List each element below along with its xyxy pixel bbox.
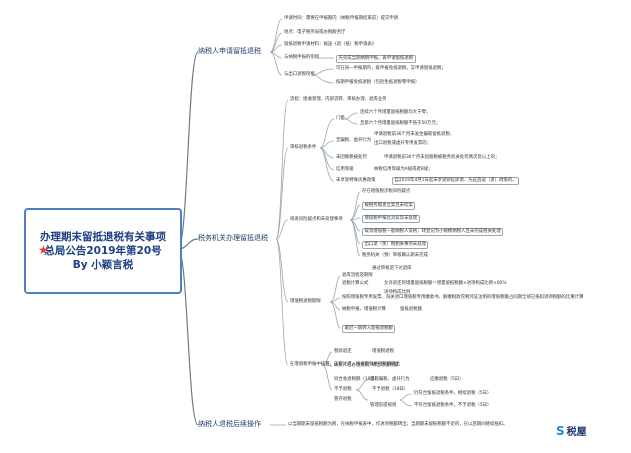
branch-taxpayer-followup[interactable]: 纳税人退税后续操作 (198, 420, 261, 428)
node-refund-amount: 纳税申报，增值税计算 (342, 307, 386, 312)
node-approve-refund: 通过审核后下达退库 (372, 266, 412, 271)
node-input-ratio: 进项构成比例 (384, 290, 411, 295)
node-no-refund: 不予退税 (334, 387, 352, 392)
node-withdraw: 纳税人已办理退税 (334, 363, 370, 368)
node-pay-back: 应缴退税（5日） (430, 377, 464, 382)
node-followup-desc: 以当期期末留抵税额为限，在纳税申报表中，作进项税额转出；当期期末留抵税额不足的，… (288, 422, 508, 427)
node-formula: 退税计算公式 (342, 281, 369, 286)
node-export-ontime: 按期申报免抵退税（包括免抵退税零申报） (336, 80, 420, 85)
node-risk-5: 出口退（免）税相关事项未处理 (362, 241, 429, 249)
node-no-special-desc: 自2019年4月1日起未享受即征即退、先征后返（退）政策的。 (392, 177, 520, 185)
root-title-line2: 总局公告2019年第20号 (44, 245, 162, 257)
node-continue-refund: 仍符合留抵退税条件，继续退税（5日） (414, 391, 492, 396)
node-suspend: 管存退税 (334, 397, 352, 402)
node-accounting: 最迟一期转入留抵退税额 (342, 325, 396, 333)
node-refund-term: 增值税退税期限 (290, 299, 321, 304)
node-no-fraud-b: 出口退税或虚开专用发票的； (374, 141, 432, 146)
node-declare-calc: 按照增值税专用发票、海关进口增值税专用缴款书、解缴税款完税凭证注明的增值税额占同… (342, 295, 584, 300)
node-declare-first: 先完成当期纳税申报，再申请留抵退税 (336, 55, 416, 63)
root-title-line3: By 小颖言税 (72, 259, 134, 271)
node-threshold: 门槛 (336, 116, 345, 121)
node-risk-2: 被税务稽查立案且未结案 (362, 202, 416, 210)
branch-taxpayer-apply[interactable]: 纳税人申请留抵退税 (198, 47, 261, 55)
node-threshold-a: 连续六个月增量留抵税额均大于零； (360, 110, 431, 115)
node-risk-check: 排查风险疑点和未处理事项 (290, 217, 343, 222)
node-apply-time: 申请时间：需要在申报期内（纳税申报期结束前）提交申请 (284, 16, 399, 21)
node-no-fraud-a: 申请退税前36个月未发生骗取留抵退税、 (374, 132, 455, 137)
branch-tax-authority-process[interactable]: 税务机关办理留抵退税 (198, 234, 268, 242)
logo-icon: S (556, 423, 565, 438)
node-no-penalty-desc: 申请退税前36个月未因偷税被税务机关处罚两次及以上的； (384, 155, 500, 160)
node-no-penalty: 未因偷税被处罚 (336, 155, 367, 160)
node-declaration-link: 与纳税申报的衔接 (284, 55, 320, 60)
node-export-both: 可在同一申报期内，既申报免抵退税，又申请留抵退税； (336, 66, 446, 71)
node-refunded: 增值税退税 (372, 349, 394, 354)
node-no-refund-b: 不予退税（18日） (372, 387, 409, 392)
node-refund-flow: 退库流程及期限 (342, 273, 373, 278)
node-vat-refund: 税款退还 (334, 349, 352, 354)
node-formula-desc: 允许退还的增量留抵税额＝增量留抵税额×进项构成比例×60% (384, 281, 507, 286)
node-risk-1: 存在增值税涉税风险疑点 (362, 189, 411, 194)
node-latest-transfer: 留抵退税额 (400, 307, 422, 312)
node-risk-3: 增值税申报比对异常未处理 (362, 215, 420, 223)
node-credit-level-desc: 纳税信用等级为A级或者B级； (374, 167, 433, 172)
node-apply-materials: 留抵退税申请材料：报送《退（抵）税申请表》 (284, 42, 377, 47)
node-fraud-found: 出现骗税、虚开行为 (370, 377, 410, 382)
node-tax-return: 在增值税申报中核算；正常计提，按规定做进项税额转出 (290, 362, 400, 367)
node-export-link: 与出口退税衔接 (284, 72, 315, 77)
node-risk-6: 税务机关（预）审核确认期未完成 (362, 253, 428, 258)
root-topic[interactable]: ★ 办理期末留抵退税有关事项 总局公告2019年第20号 By 小颖言税 (24, 208, 182, 294)
node-process-flow: 流程：接收受理、内部流转、审核办理、退库业务 (290, 97, 387, 102)
node-credit-level: 信用等级 (336, 167, 354, 172)
shuiwu-logo: S 税屋 (556, 423, 587, 439)
node-transfer-out: 转出增值税额 (372, 363, 399, 368)
node-threshold-b: 且第六个月增量留抵税额不低于50万元； (360, 121, 441, 126)
node-risk-4: 取消增值税一般纳税人资格，转登记为小规模纳税人且未完成相关处理 (362, 228, 504, 236)
star-icon: ★ (38, 243, 49, 257)
node-no-refund-a: 同合会退税额（18日） (334, 377, 380, 382)
node-apply-location: 地点：电子税务局或办税服务厅 (284, 30, 346, 35)
node-suspend-rule: 管理前提规则 (370, 403, 397, 408)
node-no-fraud: 无骗税、虚开行为 (336, 138, 372, 143)
logo-text: 税屋 (566, 427, 587, 438)
node-deny-refund: 不符合留抵退税条件，不予退税（5日） (414, 403, 492, 408)
node-audit-conditions: 审核退税条件 (290, 145, 317, 150)
node-no-special: 未享受特殊优惠政策 (336, 178, 376, 183)
root-title-line1: 办理期末留抵退税有关事项 (40, 231, 166, 243)
